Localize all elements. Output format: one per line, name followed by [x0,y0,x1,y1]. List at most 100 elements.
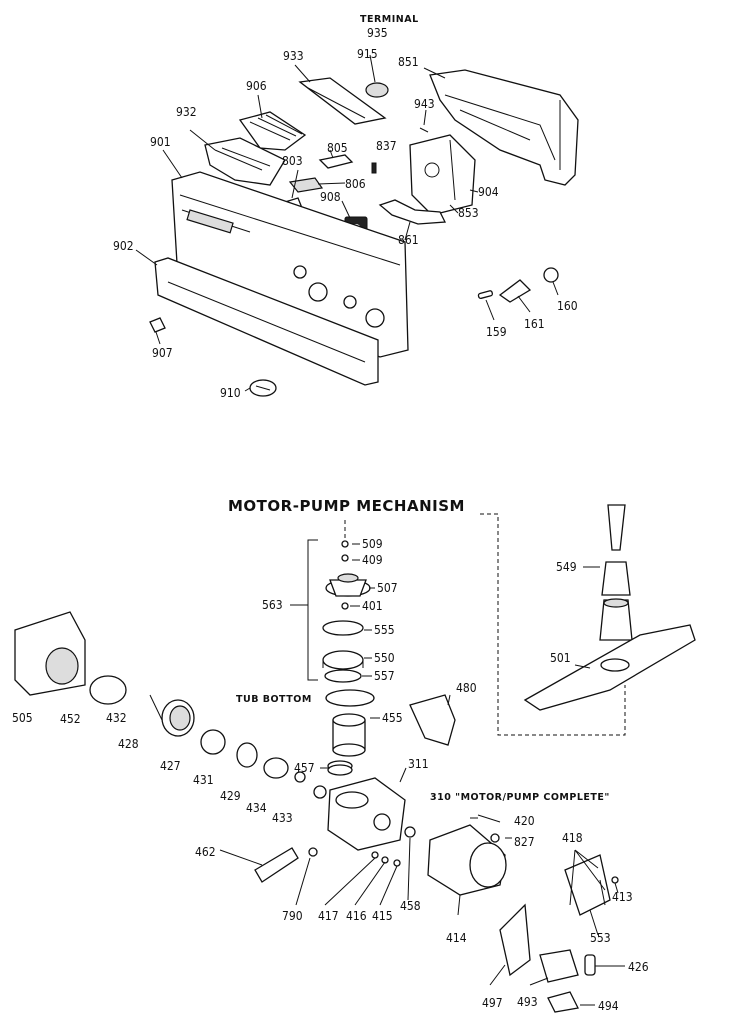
label-455: 455 [382,711,403,725]
label-420: 420 [514,814,535,828]
part-505-housing [14,611,86,696]
part-494 [547,991,579,1013]
label-505: 505 [12,711,33,725]
label-901: 901 [150,135,171,149]
tub-bottom-caption: TUB BOTTOM [236,694,312,705]
part-431 [236,742,258,768]
part-907-clip [149,317,166,333]
label-311: 311 [408,757,429,771]
label-827: 827 [514,835,535,849]
label-416: 416 [346,909,367,923]
label-553: 553 [590,931,611,945]
label-557: 557 [374,669,395,683]
label-805: 805 [327,141,348,155]
label-906: 906 [246,79,267,93]
label-161: 161 [524,317,545,331]
label-497: 497 [482,996,503,1010]
label-426: 426 [628,960,649,974]
label-458: 458 [400,899,421,913]
part-827 [490,833,500,843]
label-915: 915 [357,47,378,61]
label-480: 480 [456,681,477,695]
part-416 [381,856,389,864]
part-557 [324,669,362,683]
label-563: 563 [262,598,283,612]
part-901-console [171,171,409,358]
label-433: 433 [272,811,293,825]
part-549-tubes [599,504,633,641]
label-932: 932 [176,105,197,119]
label-501: 501 [550,651,571,665]
label-493: 493 [517,995,538,1009]
label-943: 943 [414,97,435,111]
part-452-clamp [89,675,127,705]
label-415: 415 [372,909,393,923]
part-501-spray-arm [523,624,696,711]
part-509 [341,540,349,548]
part-457-spring [327,760,353,776]
label-428: 428 [118,737,139,751]
label-806: 806 [345,177,366,191]
part-401 [341,602,349,610]
label-910: 910 [220,386,241,400]
label-935: 935 [367,26,388,40]
part-426 [584,954,596,976]
part-943-screw [419,127,429,133]
part-415 [393,859,401,867]
part-550 [322,650,364,670]
label-837: 837 [376,139,397,153]
label-509: 509 [362,537,383,551]
label-902: 902 [113,239,134,253]
label-861: 861 [398,233,419,247]
label-933: 933 [283,49,304,63]
part-806-plate [288,177,324,193]
bracket-563 [307,539,318,681]
part-432 [149,694,163,721]
part-902-panel [154,257,379,386]
tub-bottom-ring [325,689,375,707]
terminal-caption: TERMINAL [360,14,419,25]
part-497-bracket [499,903,531,977]
part-311-pump-housing [327,777,406,851]
label-409: 409 [362,553,383,567]
label-432: 432 [106,711,127,725]
part-motor [427,824,507,896]
label-434: 434 [246,801,267,815]
label-462: 462 [195,845,216,859]
part-420 [477,814,501,823]
label-414: 414 [446,931,467,945]
label-550: 550 [374,651,395,665]
part-805-bracket [318,154,354,169]
label-851: 851 [398,55,419,69]
part-507-cap [325,573,371,597]
label-494: 494 [598,999,619,1013]
part-906-switch-block [238,111,307,151]
label-159: 159 [486,325,507,339]
label-790: 790 [282,909,303,923]
part-417 [371,851,379,859]
label-401: 401 [362,599,383,613]
part-161-bracket [498,279,532,303]
leader-lines [135,54,625,1006]
part-462-hose [254,847,299,883]
part-915-terminal [365,82,389,98]
label-452: 452 [60,712,81,726]
part-851-housing [429,69,579,186]
label-417: 417 [318,909,339,923]
part-434 [294,771,306,783]
part-904-timer [409,134,476,216]
label-431: 431 [193,773,214,787]
part-932-switch-bank [204,137,286,186]
part-429 [263,757,289,779]
label-908: 908 [320,190,341,204]
label-549: 549 [556,560,577,574]
part-910-knob [249,379,277,397]
label-418: 418 [562,831,583,845]
label-457: 457 [294,761,315,775]
label-429: 429 [220,789,241,803]
part-790 [308,847,318,857]
part-433 [313,785,327,799]
part-159-pin [477,290,494,300]
part-555-ring [322,620,364,636]
